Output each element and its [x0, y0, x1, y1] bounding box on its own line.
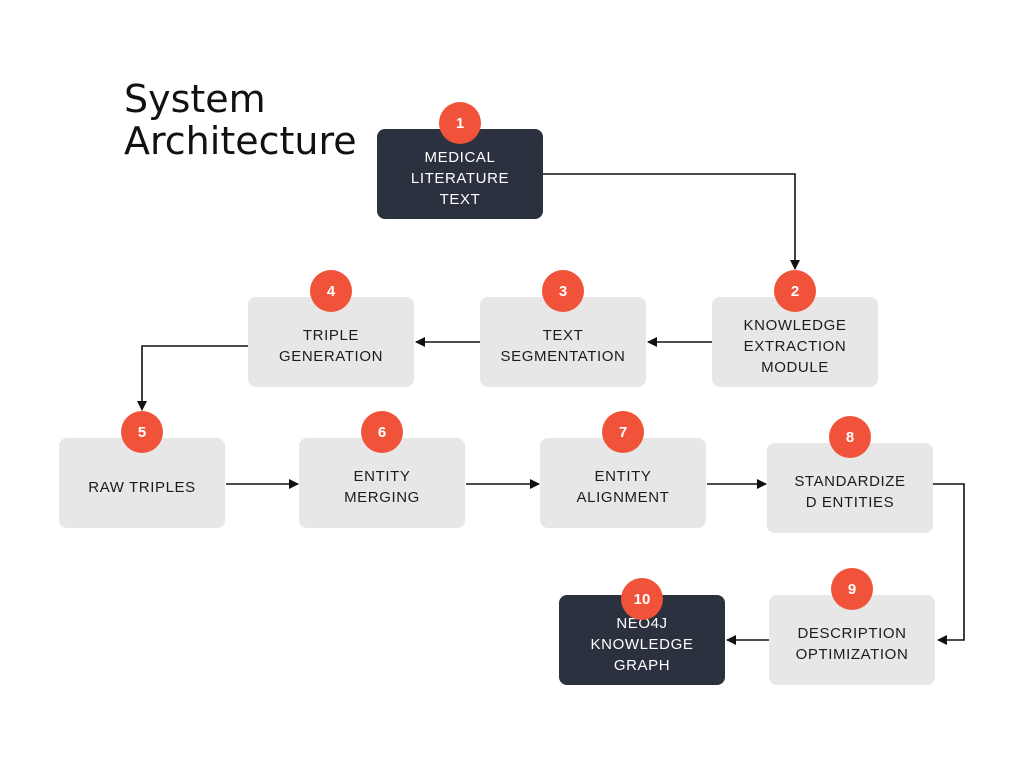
arrow-4-to-5	[137, 345, 248, 411]
step-6-badge: 6	[361, 411, 403, 453]
step-8-label: STANDARDIZE D ENTITIES	[794, 473, 906, 511]
step-10-badge: 10	[621, 578, 663, 620]
step-9-badge: 9	[831, 568, 873, 610]
step-4-box: TRIPLE GENERATION	[248, 297, 414, 387]
step-6-box: ENTITY MERGING	[299, 438, 465, 528]
step-3-badge: 3	[542, 270, 584, 312]
step-7-label: ENTITY ALIGNMENT	[576, 468, 670, 506]
step-3-box: TEXT SEGMENTATION	[480, 297, 646, 387]
step-1-box: MEDICAL LITERATURE TEXT	[377, 129, 543, 219]
arrow-1-to-2	[543, 173, 800, 270]
step-6-label: ENTITY MERGING	[344, 468, 420, 506]
step-4-badge: 4	[310, 270, 352, 312]
step-7-badge: 7	[602, 411, 644, 453]
step-2-label: KNOWLEDGE EXTRACTION MODULE	[743, 316, 847, 376]
step-2-box: KNOWLEDGE EXTRACTION MODULE	[712, 297, 878, 387]
step-4-label: TRIPLE GENERATION	[278, 327, 384, 365]
step-8-badge: 8	[829, 416, 871, 458]
step-5-box: RAW TRIPLES	[59, 438, 225, 528]
diagram-title: System Architecture	[124, 78, 357, 162]
step-5-label: RAW TRIPLES	[88, 478, 196, 496]
step-8-box: STANDARDIZE D ENTITIES	[767, 443, 933, 533]
step-7-box: ENTITY ALIGNMENT	[540, 438, 706, 528]
step-9-label: DESCRIPTION OPTIMIZATION	[795, 625, 909, 663]
step-1-label: MEDICAL LITERATURE TEXT	[410, 148, 510, 208]
step-1-badge: 1	[439, 102, 481, 144]
arrow-8-to-9	[933, 483, 965, 645]
step-10-label: NEO4J KNOWLEDGE GRAPH	[590, 614, 694, 674]
title-text: System Architecture	[124, 77, 357, 163]
step-5-badge: 5	[121, 411, 163, 453]
step-2-badge: 2	[774, 270, 816, 312]
step-3-label: TEXT SEGMENTATION	[500, 327, 626, 365]
step-9-box: DESCRIPTION OPTIMIZATION	[769, 595, 935, 685]
